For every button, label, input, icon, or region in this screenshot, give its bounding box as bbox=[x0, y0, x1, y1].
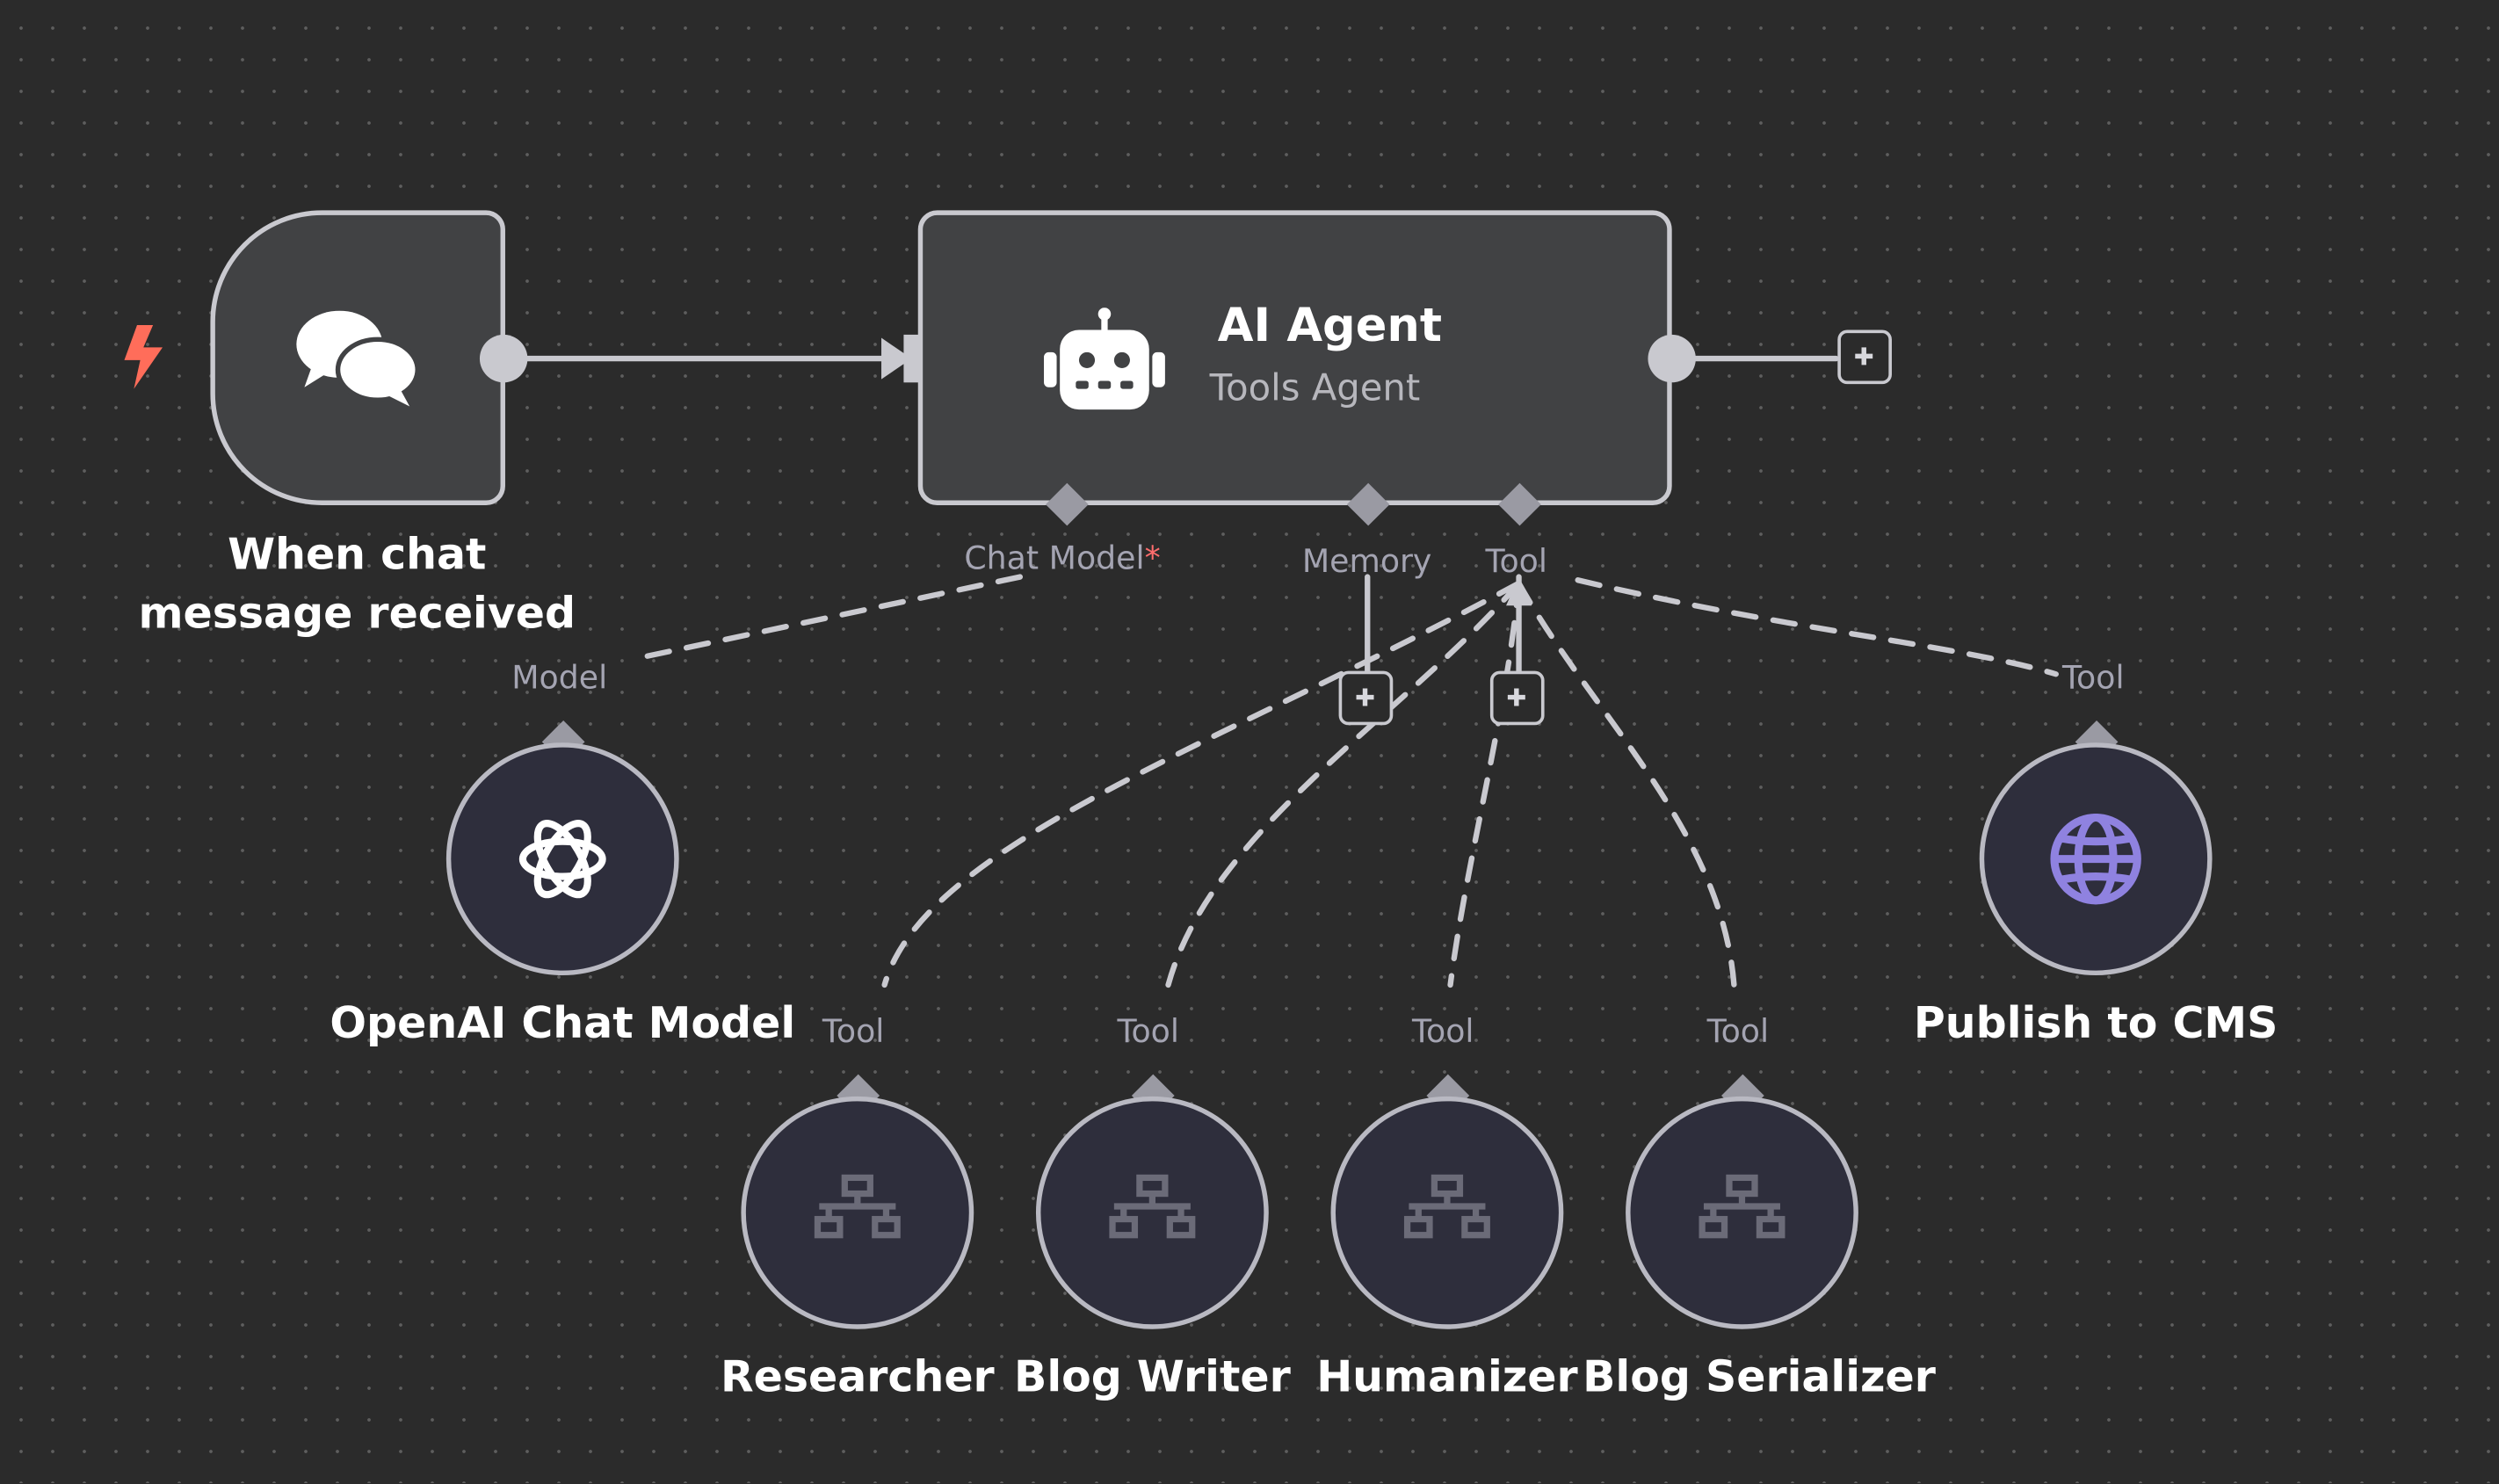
publish-cms-connection-label: Tool bbox=[2062, 658, 2125, 697]
robot-icon bbox=[1044, 308, 1165, 410]
add-tool-button[interactable] bbox=[1489, 670, 1545, 726]
trigger-output-handle[interactable] bbox=[479, 334, 528, 383]
openai-icon bbox=[518, 820, 606, 899]
trigger-node[interactable] bbox=[210, 210, 505, 505]
memory-connector-label: Memory bbox=[1301, 541, 1432, 581]
blog-writer-node[interactable] bbox=[1035, 1096, 1269, 1329]
blog-serializer-node[interactable] bbox=[1626, 1096, 1858, 1329]
plus-icon bbox=[1507, 688, 1525, 706]
publish-to-cms-label: Publish to CMS bbox=[1913, 999, 2278, 1049]
agent-title: AI Agent bbox=[1217, 298, 1442, 352]
required-asterisk: * bbox=[1144, 539, 1161, 577]
edge-tool-blog-writer[interactable] bbox=[1165, 580, 1522, 988]
tool-connector-label: Tool bbox=[1485, 541, 1547, 581]
agent-output-handle[interactable] bbox=[1648, 334, 1696, 383]
edge-tool-researcher[interactable] bbox=[881, 580, 1522, 988]
lightning-bolt-icon bbox=[124, 325, 163, 389]
edge-arrowhead bbox=[881, 337, 912, 380]
humanizer-connection-label: Tool bbox=[1412, 1011, 1474, 1051]
chat-bubbles-icon bbox=[296, 310, 420, 407]
plus-icon bbox=[1855, 347, 1873, 366]
edge-tool-blog-serializer[interactable] bbox=[1516, 580, 1737, 988]
edge-chat-model[interactable] bbox=[634, 574, 1024, 662]
add-memory-button[interactable] bbox=[1338, 670, 1394, 726]
researcher-label: Researcher bbox=[720, 1352, 995, 1403]
workflow-icon bbox=[1109, 1174, 1196, 1239]
chat-model-text: Chat Model bbox=[964, 539, 1145, 577]
openai-model-connection-label: Model bbox=[511, 658, 608, 697]
openai-chat-model-node[interactable] bbox=[445, 742, 679, 976]
ai-agent-node[interactable]: AI Agent Tools Agent bbox=[917, 210, 1672, 505]
globe-icon bbox=[2050, 813, 2141, 905]
edge-tool-humanizer[interactable] bbox=[1447, 580, 1522, 988]
researcher-connection-label: Tool bbox=[822, 1011, 885, 1051]
edge-tool-publish-cms[interactable] bbox=[1575, 577, 2059, 677]
workflow-icon bbox=[814, 1174, 901, 1239]
tool-arrowhead bbox=[1506, 576, 1532, 606]
openai-chat-model-label: OpenAI Chat Model bbox=[330, 999, 796, 1049]
plus-icon bbox=[1356, 688, 1374, 706]
blog-serializer-label: Blog Serializer bbox=[1583, 1352, 1936, 1403]
blog-serializer-connection-label: Tool bbox=[1706, 1011, 1770, 1051]
humanizer-node[interactable] bbox=[1330, 1096, 1564, 1329]
blog-writer-label: Blog Writer bbox=[1014, 1352, 1291, 1403]
researcher-node[interactable] bbox=[741, 1096, 974, 1329]
add-node-button[interactable] bbox=[1837, 329, 1892, 385]
blog-writer-connection-label: Tool bbox=[1117, 1011, 1179, 1051]
trigger-node-label: When chat message received bbox=[138, 530, 576, 640]
agent-subtitle: Tools Agent bbox=[1209, 367, 1421, 410]
humanizer-label: Humanizer bbox=[1316, 1352, 1578, 1403]
chat-model-connector-label: Chat Model* bbox=[964, 539, 1160, 577]
workflow-icon bbox=[1699, 1174, 1786, 1239]
workflow-icon bbox=[1403, 1174, 1490, 1239]
publish-to-cms-node[interactable] bbox=[1979, 742, 2213, 976]
